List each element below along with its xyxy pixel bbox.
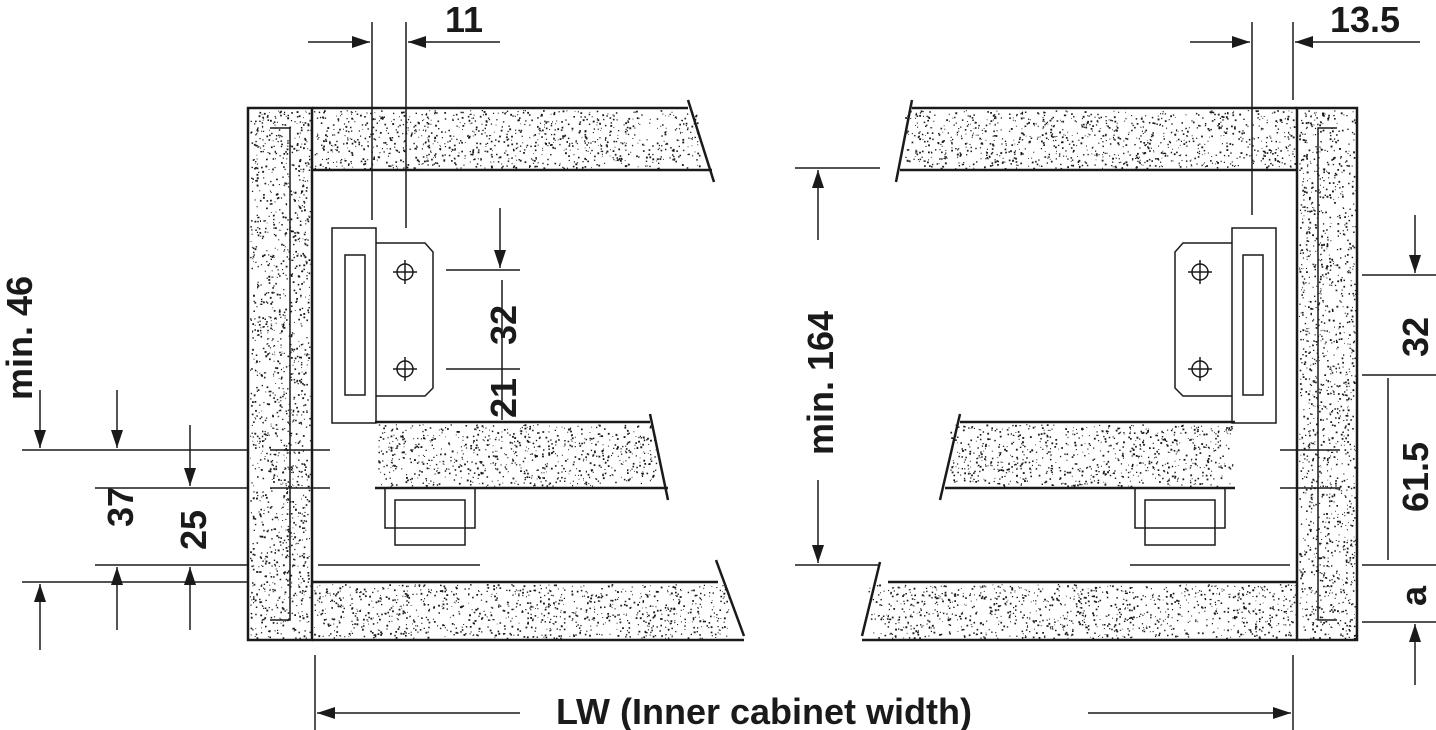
width-label: LW (Inner cabinet width) — [556, 691, 972, 730]
right-cabinet — [860, 99, 1359, 642]
left-hinge-bracket — [270, 227, 476, 546]
dim-21: 21 — [483, 378, 524, 418]
dim-32-right: 32 — [1395, 317, 1436, 357]
dim-61-5: 61.5 — [1395, 442, 1436, 512]
dim-32-left: 32 — [483, 305, 524, 345]
dim-13-5: 13.5 — [1330, 0, 1400, 40]
right-hinge-bracket — [1134, 227, 1340, 546]
dimension-lines — [22, 22, 1436, 730]
left-cabinet — [246, 99, 746, 642]
dim-25: 25 — [173, 510, 214, 550]
dim-min-46: min. 46 — [0, 276, 40, 400]
dim-min-164: min. 164 — [800, 311, 841, 455]
dim-11: 11 — [445, 0, 483, 40]
dim-37: 37 — [100, 487, 141, 527]
dim-a: a — [1393, 585, 1434, 606]
